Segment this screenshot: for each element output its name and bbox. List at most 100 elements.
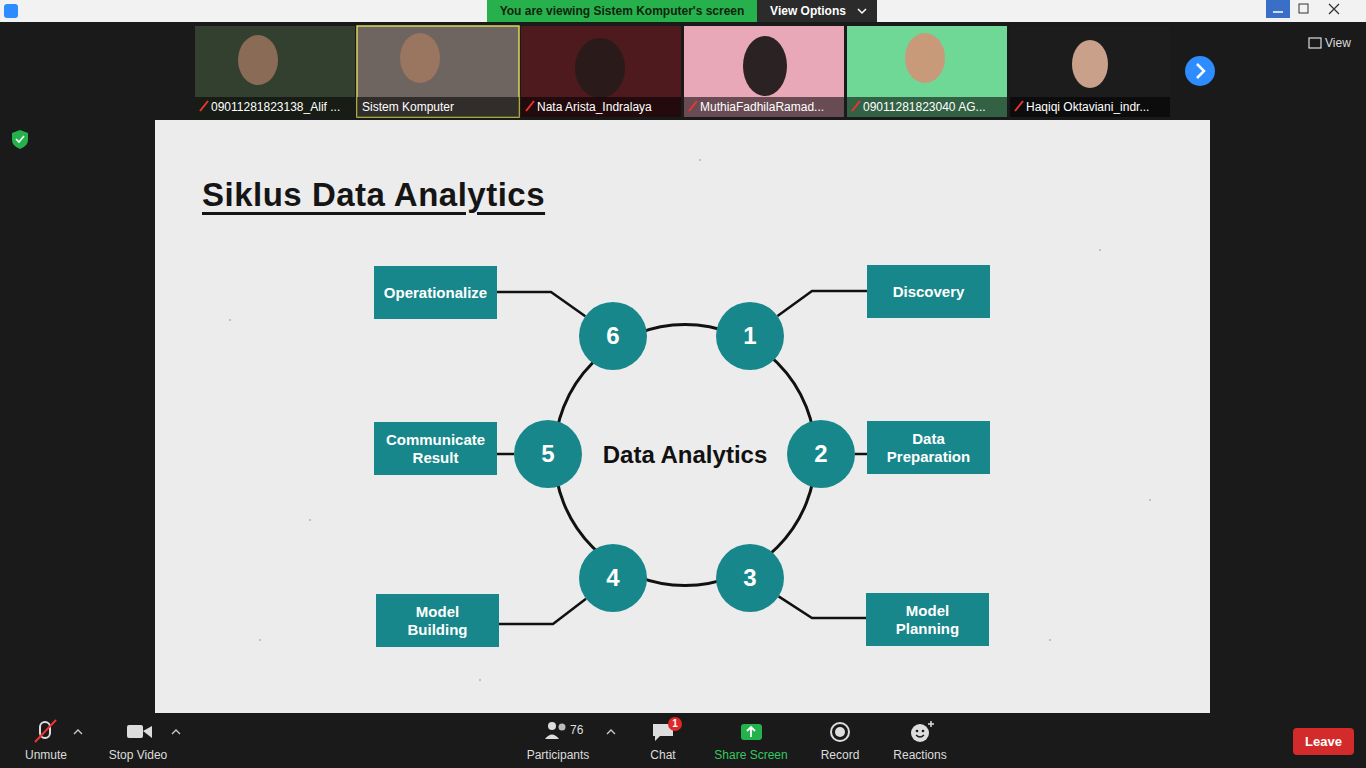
chevron	[1197, 64, 1204, 78]
phase-label: Communicate Result	[382, 431, 489, 467]
ui-label: View	[1325, 36, 1361, 50]
participants-icon	[559, 724, 566, 731]
check-glyph	[16, 136, 24, 142]
leader-line	[855, 453, 867, 456]
view-options-button	[757, 0, 877, 22]
leave-button	[1293, 728, 1354, 755]
ui-label: 09011281823138_Alif ...	[211, 100, 353, 114]
slide-background	[155, 120, 1210, 713]
person	[1072, 40, 1108, 88]
circle-fill	[716, 302, 784, 370]
toolbar	[0, 716, 1366, 768]
reactions-plus	[928, 721, 934, 727]
person	[743, 36, 787, 96]
ui-label: 76	[570, 723, 594, 737]
leader-line	[778, 291, 868, 316]
ui-label: Sistem Komputer	[362, 100, 512, 114]
share-icon	[741, 724, 762, 740]
phase-box: Communicate Result	[374, 422, 497, 475]
ui-label: 09011281823040 AG...	[863, 100, 1005, 114]
leader-line	[779, 596, 866, 618]
mute-slash	[35, 720, 56, 742]
muted-icon	[526, 101, 534, 111]
step-number: 4	[606, 564, 619, 592]
muted-icon	[689, 101, 697, 111]
chat-badge	[668, 717, 682, 731]
name-strip	[1010, 97, 1170, 117]
reactions-icon	[922, 730, 925, 733]
camera-icon	[127, 725, 143, 738]
name-strip	[684, 97, 844, 117]
person	[905, 33, 945, 83]
name-strip	[521, 97, 681, 117]
step-number: 5	[541, 440, 554, 468]
phase-label: Data Preparation	[875, 430, 982, 466]
ring-line	[555, 325, 816, 586]
person	[238, 35, 278, 85]
participants-icon	[545, 735, 559, 740]
step-number: 1	[743, 322, 756, 350]
share-banner	[487, 0, 757, 22]
phase-box: Model Planning	[866, 593, 989, 646]
video-thumbnail	[357, 26, 519, 117]
caret	[172, 730, 180, 734]
phase-box: Discovery	[867, 265, 990, 318]
person	[400, 33, 440, 83]
phase-box: Data Preparation	[867, 421, 990, 474]
video-thumbnail	[195, 26, 355, 117]
participants-icon	[548, 722, 556, 730]
name-strip	[357, 97, 519, 117]
leader-line	[499, 599, 586, 624]
circle-fill	[579, 544, 647, 612]
muted-icon	[1015, 101, 1023, 111]
step-number: 3	[743, 564, 756, 592]
title-bar	[0, 0, 1366, 22]
muted-icon	[852, 101, 860, 111]
app-icon	[4, 4, 18, 18]
video-thumbnail	[684, 26, 844, 117]
ui-label: Haqiqi Oktaviani_indr...	[1026, 100, 1168, 114]
caret	[607, 730, 615, 734]
video-thumbnail	[521, 26, 681, 117]
phase-label: Discovery	[893, 283, 965, 301]
ui-label: Unmute	[11, 748, 81, 762]
step-circle: 1	[716, 302, 784, 370]
step-number: 6	[606, 322, 619, 350]
circle-fill	[787, 420, 855, 488]
share-arrow	[747, 727, 755, 737]
phase-box: Model Building	[376, 594, 499, 647]
minimize-glyph	[1273, 11, 1283, 13]
ui-label: MuthiaFadhilaRamad...	[700, 100, 842, 114]
step-circle: 3	[716, 544, 784, 612]
circle-fill	[514, 420, 582, 488]
view-icon	[1309, 38, 1321, 48]
leader-line	[497, 292, 585, 316]
step-number: 2	[814, 440, 827, 468]
ui-label: Chat	[638, 748, 688, 762]
record-icon	[835, 727, 845, 737]
camera-icon	[143, 726, 152, 738]
phase-label: Model Building	[384, 603, 491, 639]
caret	[74, 730, 82, 734]
ui-label: Stop Video	[100, 748, 176, 762]
center-label: Data Analytics	[603, 441, 768, 469]
ui-label: Leave	[1293, 734, 1354, 749]
ui-label: Record	[805, 748, 875, 762]
video-thumbnail	[1010, 26, 1170, 117]
ui-label: 1	[668, 718, 682, 729]
minimize-button	[1266, 0, 1290, 18]
circle-fill	[579, 302, 647, 370]
ui-label: Nata Arista_Indralaya	[537, 100, 679, 114]
video-thumbnail	[847, 26, 1007, 117]
phase-box: Operationalize	[374, 266, 497, 319]
slide-title: Siklus Data Analytics	[202, 176, 545, 214]
circle-fill	[716, 544, 784, 612]
restore-glyph	[1299, 4, 1308, 13]
reactions-icon	[916, 735, 924, 737]
slide-texture	[229, 159, 1151, 681]
step-circle: 6	[579, 302, 647, 370]
ui-label: View Options	[762, 4, 854, 18]
reactions-icon	[916, 730, 919, 733]
